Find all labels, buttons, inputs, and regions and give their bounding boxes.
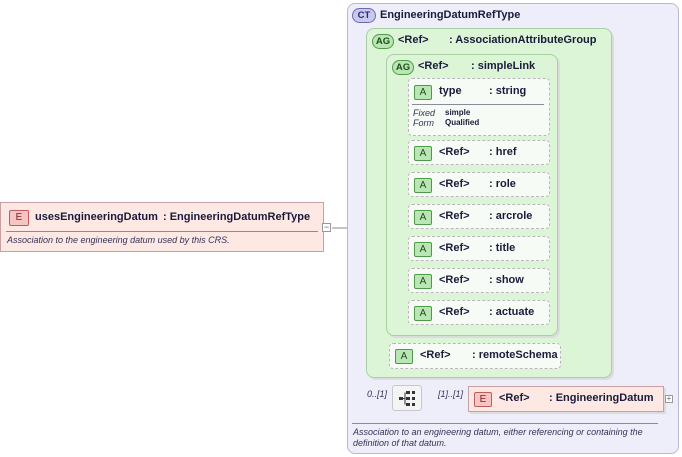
attribute-role[interactable]: A <Ref> : role [408,172,550,197]
attribute-title[interactable]: A <Ref> : title [408,236,550,261]
attribute-badge: A [414,146,432,161]
ag-ref: <Ref> [398,34,429,46]
sequence-icon [399,391,415,406]
attribute-remote-schema[interactable]: A <Ref> : remoteSchema [389,343,561,369]
ct-divider [352,423,658,424]
attribute-badge: A [414,274,432,289]
attribute-badge: A [414,306,432,321]
expand-toggle[interactable]: + [665,394,673,403]
root-element-box[interactable]: E usesEngineeringDatum : EngineeringDatu… [0,202,324,252]
remote-schema-ref: <Ref> [420,349,451,361]
attribute-badge: A [395,349,413,364]
fixed-value: simple [445,108,471,117]
attribute-ref: <Ref> [439,210,470,222]
ag-badge: AG [392,60,414,75]
attribute-href[interactable]: A <Ref> : href [408,140,550,165]
ag-type: : AssociationAttributeGroup [449,34,597,46]
sequence-cardinality-inner: [1]..[1] [438,389,464,399]
engineering-datum-element-box[interactable]: E <Ref> : EngineeringDatum [468,386,664,412]
ag-badge: AG [372,34,394,49]
element-badge: E [474,392,492,407]
ct-badge: CT [352,8,376,23]
root-element-name: usesEngineeringDatum [35,211,158,223]
simple-link-ref: <Ref> [418,60,449,72]
attribute-badge: A [414,85,432,100]
attribute-badge: A [414,178,432,193]
type-attribute-name: type [439,85,462,97]
type-attribute-type: : string [489,85,527,97]
sequence-cardinality-outer: 0..[1] [367,389,388,399]
root-element-type: : EngineeringDatumRefType [163,211,311,223]
attribute-badge: A [414,242,432,257]
attribute-show[interactable]: A <Ref> : show [408,268,550,293]
attribute-arcrole[interactable]: A <Ref> : arcrole [408,204,550,229]
simple-link-type: : simpleLink [471,60,536,72]
attribute-type: : role [489,178,516,190]
attribute-ref: <Ref> [439,274,470,286]
complex-type-name: EngineeringDatumRefType [380,9,521,21]
attribute-type: : href [489,146,517,158]
attribute-type: : actuate [489,306,535,318]
form-label: Form [413,118,434,128]
form-value: Qualified [445,118,480,127]
fixed-label: Fixed [413,108,436,118]
expand-toggle[interactable]: − [322,222,331,232]
attribute-ref: <Ref> [439,242,470,254]
type-attribute-divider [412,104,544,105]
type-attribute-box[interactable]: A type : string Fixed simple Form Qualif… [408,78,550,136]
attribute-type: : arcrole [489,210,533,222]
remote-schema-type: : remoteSchema [472,349,558,361]
attribute-type: : title [489,242,516,254]
attribute-ref: <Ref> [439,146,470,158]
complex-type-doc-line2: definition of that datum. [353,438,447,448]
attribute-actuate[interactable]: A <Ref> : actuate [408,300,550,325]
element-badge: E [9,210,29,226]
datum-element-ref: <Ref> [499,392,530,404]
sequence-compositor[interactable] [392,385,422,411]
attribute-badge: A [414,210,432,225]
attribute-type: : show [489,274,524,286]
divider [6,231,318,232]
attribute-ref: <Ref> [439,178,470,190]
attribute-ref: <Ref> [439,306,470,318]
complex-type-doc-line1: Association to an engineering datum, eit… [353,427,643,437]
datum-element-type: : EngineeringDatum [549,392,654,404]
root-element-doc: Association to the engineering datum use… [7,235,230,245]
